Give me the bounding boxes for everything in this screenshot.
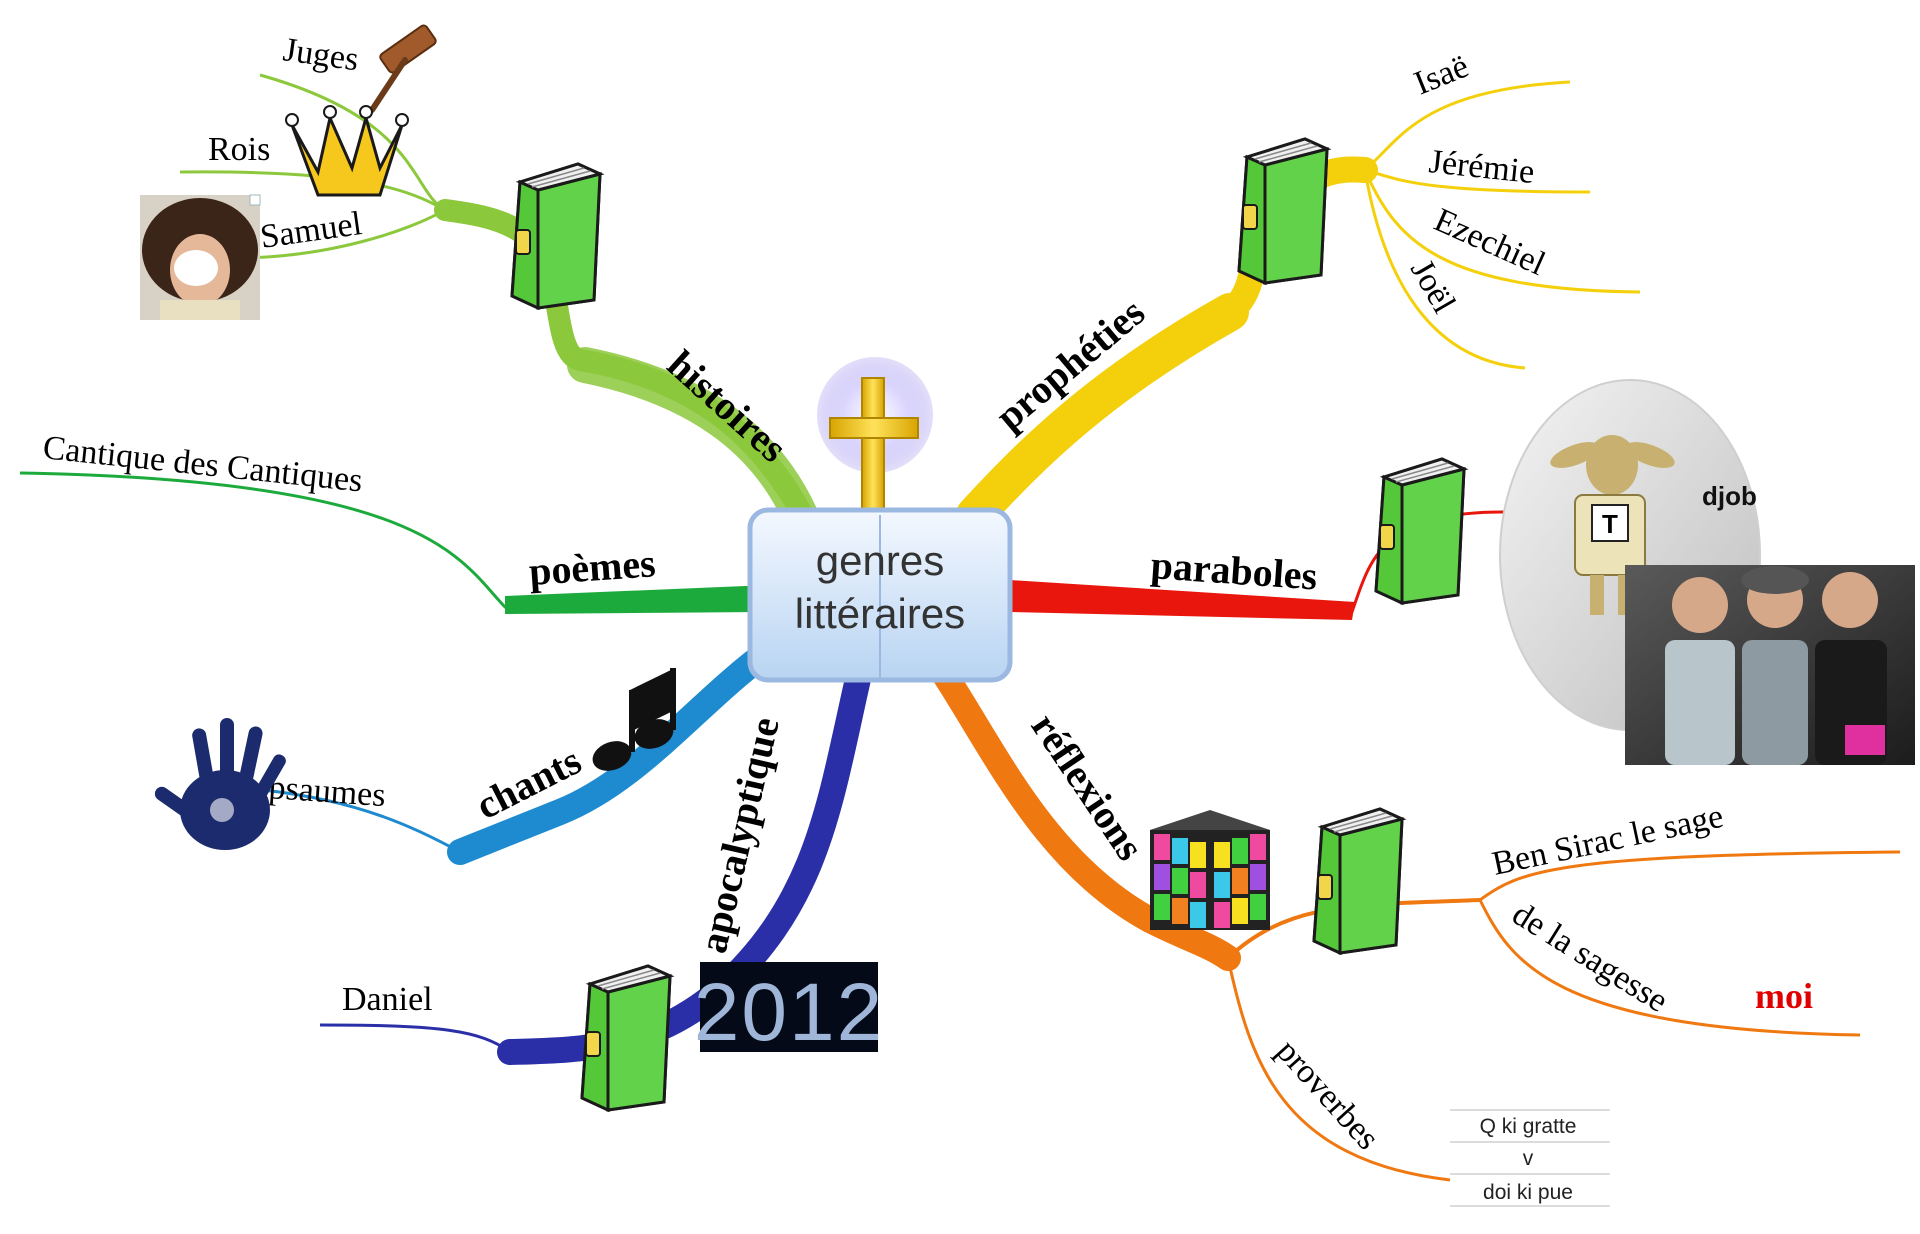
leaf-daniel[interactable]: Daniel <box>342 981 433 1018</box>
svg-text:T: T <box>1602 509 1618 539</box>
crown-icon <box>285 105 409 197</box>
branch-chants <box>261 637 783 865</box>
note-moi: moi <box>1755 976 1813 1016</box>
book-icon <box>510 162 602 310</box>
label-poemes[interactable]: poèmes <box>527 540 656 594</box>
book-icon <box>1374 457 1466 605</box>
center-title-line1: genres <box>816 537 944 584</box>
leaf-juges[interactable]: Juges <box>281 31 361 78</box>
table-row: v <box>1523 1147 1534 1170</box>
rubik-cube-icon <box>1150 810 1270 930</box>
leaf-psaumes[interactable]: psaumes <box>267 769 386 814</box>
branch-poemes <box>19 471 770 614</box>
leaf-isae[interactable]: Isaë <box>1409 48 1474 103</box>
center-title-line2: littéraires <box>795 590 965 637</box>
gavel-icon <box>369 24 437 113</box>
center-topic[interactable]: genres littéraires <box>747 357 1013 683</box>
proverb-table: Q ki gratte v doi ki pue <box>1450 1109 1610 1207</box>
label-paraboles[interactable]: paraboles <box>1149 542 1318 599</box>
note-djob: djob <box>1702 481 1757 511</box>
leaf-samuel[interactable]: Samuel <box>258 205 364 256</box>
table-row: doi ki pue <box>1483 1181 1573 1204</box>
movie-logo-2012: 2012 <box>694 962 884 1058</box>
branch-reflexions <box>922 647 1901 1182</box>
parable-collage: T <box>1499 379 1915 765</box>
branch-histoires <box>179 73 818 533</box>
leaf-de-la-sagesse[interactable]: de la sagesse <box>1506 895 1675 1019</box>
music-note-icon <box>592 668 676 771</box>
leaf-ben-sirac[interactable]: Ben Sirac le sage <box>1489 798 1727 883</box>
leaf-cantique[interactable]: Cantique des Cantiques <box>41 429 364 499</box>
table-row: Q ki gratte <box>1480 1115 1577 1138</box>
svg-text:2012: 2012 <box>694 967 884 1058</box>
book-icon <box>580 964 672 1112</box>
portrait-photo <box>140 194 261 320</box>
leaf-proverbes[interactable]: proverbes <box>1269 1033 1386 1157</box>
book-icon <box>1237 137 1329 285</box>
book-icon <box>1312 807 1404 955</box>
leaf-jeremie[interactable]: Jérémie <box>1427 143 1536 191</box>
leaf-ezechiel[interactable]: Ezechiel <box>1429 202 1551 283</box>
leaf-rois[interactable]: Rois <box>208 131 270 168</box>
hand-print-icon <box>154 718 286 850</box>
